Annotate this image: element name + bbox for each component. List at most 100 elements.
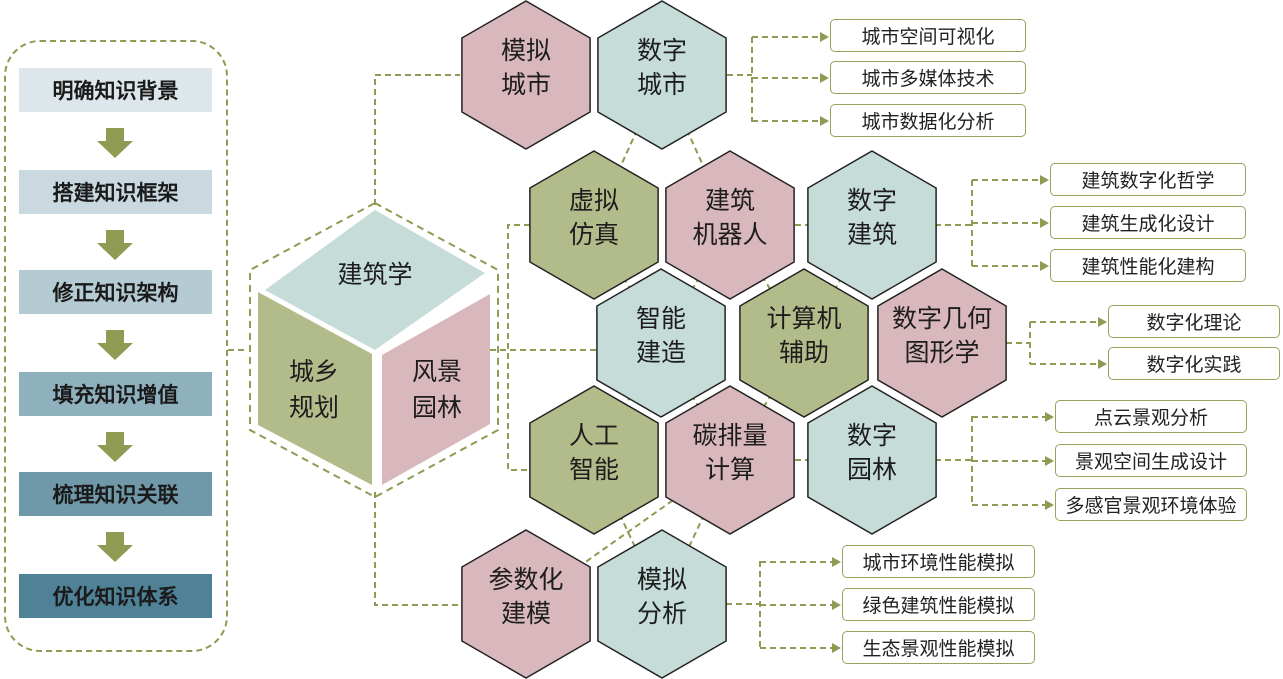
down-arrow-icon	[97, 128, 133, 158]
arrow-head-icon	[820, 32, 829, 42]
hexagon-label: 模拟	[637, 565, 687, 594]
hexagon-label: 建筑	[705, 186, 755, 215]
arrow-head-icon	[832, 600, 841, 610]
simulation-box-2: 绿色建筑性能模拟	[842, 588, 1035, 621]
arrow-head-icon	[1040, 261, 1049, 271]
hexagon-link	[593, 74, 663, 226]
hexagon-label: 计算机	[766, 304, 841, 333]
cube-right-label-line1: 风景	[412, 357, 462, 386]
step-5: 梳理知识关联	[19, 472, 212, 516]
down-arrow-icon	[97, 532, 133, 562]
arrow-head-icon	[820, 116, 829, 126]
city-box-2: 城市多媒体技术	[830, 61, 1026, 94]
arrow-head-icon	[1098, 317, 1107, 327]
hexagon-shape	[739, 268, 869, 418]
hexagon-label: 计算	[705, 455, 755, 484]
landscape-box-1: 点云景观分析	[1055, 400, 1247, 433]
connector-arrow-heads	[752, 32, 1107, 653]
hexagon-label: 数字几何	[892, 304, 992, 333]
hexagon-shape	[596, 268, 726, 418]
hexagon-shape	[597, 529, 727, 679]
hexagon-label: 仿真	[569, 220, 619, 249]
hexagon-link	[661, 74, 731, 226]
cube-left-face	[258, 292, 372, 485]
arrow-head-icon	[1098, 359, 1107, 369]
step-4: 填充知识增值	[19, 372, 212, 416]
hexagon-label: 图形学	[904, 338, 979, 367]
hexagon-label: 园林	[847, 455, 897, 484]
down-arrow-icon	[97, 230, 133, 260]
landscape-box-2: 景观空间生成设计	[1055, 444, 1247, 477]
arrow-head-icon	[1040, 175, 1049, 185]
landscape-box-3: 多感官景观环境体验	[1055, 488, 1247, 521]
arrow-head-icon	[1045, 412, 1054, 422]
geometry-box-1: 数字化理论	[1108, 305, 1280, 338]
cube-right-face	[382, 294, 490, 485]
cube-top-label: 建筑学	[337, 260, 412, 289]
geometry-box-2: 数字化实践	[1108, 347, 1280, 380]
architecture-box-2: 建筑生成化设计	[1050, 206, 1246, 239]
hexagon-label: 城市	[637, 70, 687, 99]
hexagon-shape	[665, 150, 795, 300]
simulation-box-3: 生态景观性能模拟	[842, 631, 1035, 664]
step-2: 搭建知识框架	[19, 170, 212, 214]
hexagon-label: 人工	[569, 421, 619, 450]
cube-top-face	[265, 210, 485, 350]
process-steps-panel	[4, 40, 228, 652]
hexagon-label: 建造	[636, 338, 686, 367]
arrow-head-icon	[1045, 456, 1054, 466]
hexagon-label: 智能	[636, 304, 686, 333]
simulation-box-1: 城市环境性能模拟	[842, 545, 1035, 578]
hexagon-label: 数字	[847, 186, 897, 215]
arrow-head-icon	[832, 643, 841, 653]
architecture-box-1: 建筑数字化哲学	[1050, 163, 1246, 196]
hexagon-shape	[529, 385, 659, 535]
hexagon-label: 建模	[501, 599, 551, 628]
arrow-head-icon	[820, 73, 829, 83]
hexagon-label: 碳排量	[692, 421, 767, 450]
step-3: 修正知识架构	[19, 270, 212, 314]
hexagon-label: 机器人	[692, 220, 767, 249]
down-arrow-icon	[97, 330, 133, 360]
hexagon-shape	[529, 150, 659, 300]
arrow-head-icon	[1045, 500, 1054, 510]
hexagon-shape	[807, 150, 937, 300]
down-arrow-icon	[97, 432, 133, 462]
architecture-cube: 建筑学 城乡 规划 风景 园林	[249, 201, 499, 499]
hexagon-shape	[461, 0, 591, 150]
cube-left-label-line1: 城乡	[289, 357, 339, 386]
hexagon-group: 模拟城市数字城市虚拟仿真建筑机器人数字建筑智能建造计算机辅助数字几何图形学人工智…	[461, 0, 1007, 679]
cube-left-label-line2: 规划	[289, 393, 339, 422]
hexagon-label: 分析	[637, 599, 687, 628]
hexagon-label: 智能	[569, 455, 619, 484]
hexagon-label: 模拟	[501, 36, 551, 65]
step-6: 优化知识体系	[19, 574, 212, 618]
step-1: 明确知识背景	[19, 68, 212, 112]
hexagon-label: 城市	[501, 70, 551, 99]
architecture-box-3: 建筑性能化建构	[1050, 249, 1246, 282]
hexagon-label: 数字	[847, 421, 897, 450]
hexagon-label: 虚拟	[569, 186, 619, 215]
hexagon-label: 辅助	[779, 338, 829, 367]
hexagon-shape	[461, 529, 591, 679]
arrow-head-icon	[832, 557, 841, 567]
arrow-head-icon	[1040, 218, 1049, 228]
hexagon-label: 参数化	[488, 565, 563, 594]
city-box-3: 城市数据化分析	[830, 104, 1026, 137]
hexagon-shape	[665, 385, 795, 535]
hexagon-shape	[597, 0, 727, 150]
